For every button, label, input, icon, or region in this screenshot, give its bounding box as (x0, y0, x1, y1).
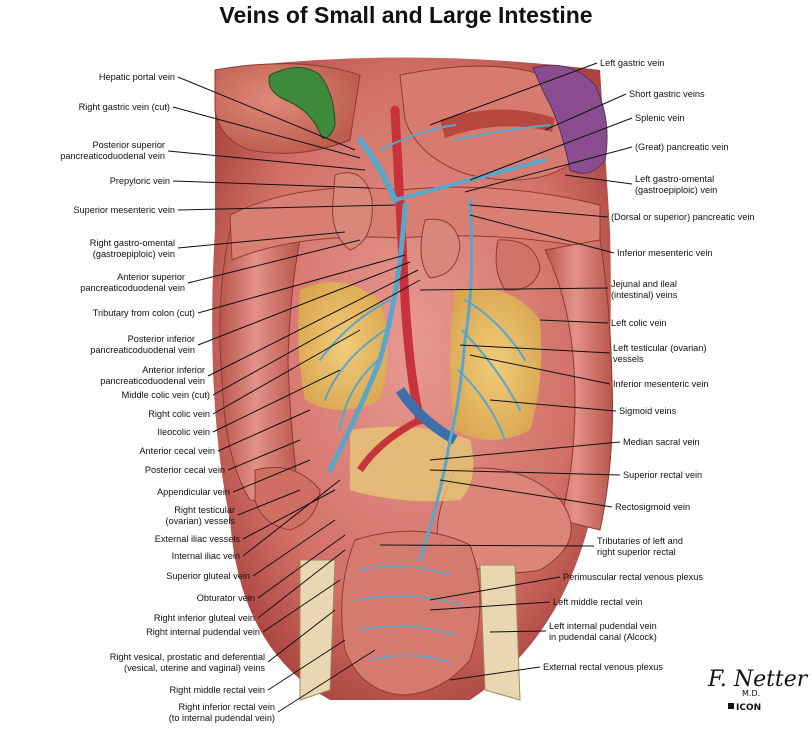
right-label-3: Splenic vein (635, 113, 685, 123)
right-label-12: Sigmoid veins (619, 406, 677, 416)
left-label-1: Hepatic portal vein (98, 72, 175, 82)
signature-suffix: M.D. (742, 689, 760, 698)
left-label-9: Posterior inferior pancreaticoduodenal v… (90, 334, 195, 355)
left-label-2: Right gastric vein (cut) (78, 102, 170, 112)
signature-name: F. Netter (707, 667, 809, 692)
right-label-13: Median sacral vein (623, 437, 700, 447)
right-label-2: Short gastric veins (629, 89, 705, 99)
portal-vein-trunk (357, 137, 398, 203)
descending-colon (544, 239, 613, 531)
right-label-11: Inferior mesenteric vein (613, 379, 709, 389)
diagram-title: Veins of Small and Large Intestine (219, 2, 593, 28)
left-label-6: Right gastro-omental (gastroepiploic) ve… (89, 238, 175, 259)
left-label-20: Superior gluteal vein (166, 571, 250, 581)
right-label-8: Jejunal and ileal (intestinal) veins (611, 279, 678, 300)
right-label-16: Tributaries of left and right superior r… (597, 536, 683, 557)
left-label-8: Tributary from colon (cut) (92, 308, 195, 318)
pelvic-bone-left (299, 559, 336, 701)
left-label-12: Right colic vein (148, 409, 210, 419)
duodenum (332, 172, 373, 251)
cecum (254, 467, 321, 531)
right-label-6: (Dorsal or superior) pancreatic vein (611, 212, 755, 222)
left-label-4: Prepyloric vein (109, 176, 170, 186)
right-label-18: Left middle rectal vein (553, 597, 643, 607)
left-label-13: Ileocolic vein (157, 427, 210, 437)
right-label-10: Left testicular (ovarian) vessels (613, 343, 707, 364)
right-label-1: Left gastric vein (600, 58, 665, 68)
gastric-veins (379, 124, 551, 151)
inferior-mesenteric-vein-path (418, 198, 474, 562)
right-label-20: External rectal venous plexus (543, 662, 664, 672)
netter-signature: F. Netter M.D. ICON (707, 667, 809, 713)
rectal-plexus (354, 565, 461, 663)
left-label-24: Right vesical, prostatic and deferential… (109, 652, 265, 673)
rectum (341, 530, 481, 696)
left-label-7: Anterior superior pancreaticoduodenal ve… (80, 272, 185, 293)
right-label-19: Left internal pudendal vein in pudendal … (549, 621, 657, 642)
right-label-7: Inferior mesenteric vein (617, 248, 713, 258)
superior-mesenteric-vein-path (327, 202, 408, 473)
left-label-25: Right middle rectal vein (169, 685, 266, 695)
left-label-10: Anterior inferior pancreaticoduodenal ve… (100, 365, 205, 386)
left-label-21: Obturator vein (196, 593, 255, 603)
mesentery-fat-left (298, 282, 388, 410)
publisher-mark-icon (728, 703, 734, 709)
stomach-cut (440, 109, 555, 138)
gallbladder (268, 67, 336, 139)
common-iliac-artery (357, 416, 422, 472)
right-label-14: Superior rectal vein (623, 470, 703, 480)
signature-publisher: ICON (736, 703, 761, 713)
left-label-16: Appendicular vein (156, 487, 230, 497)
left-label-23: Right internal pudendal vein (146, 627, 260, 637)
left-label-18: External iliac vessels (154, 534, 240, 544)
left-label-26: Right inferior rectal vein (to internal … (168, 702, 275, 723)
aorta (390, 105, 425, 425)
left-label-3: Posterior superior pancreaticoduodenal v… (60, 140, 165, 161)
jejunum-loop (420, 218, 461, 279)
leader-lines (167, 62, 633, 713)
pelvic-bone-right (479, 564, 521, 701)
right-label-4: (Great) pancreatic vein (635, 142, 729, 152)
right-label-5: Left gastro-omental (gastroepiploic) vei… (635, 174, 718, 195)
jejunum-loop-2 (495, 239, 541, 291)
left-label-22: Right inferior gluteal vein (153, 613, 255, 623)
left-label-15: Posterior cecal vein (144, 465, 225, 475)
right-label-15: Rectosigmoid vein (615, 502, 691, 512)
right-label-17: Perimuscular rectal venous plexus (563, 572, 703, 582)
right-label-9: Left colic vein (611, 318, 667, 328)
left-label-11: Middle colic vein (cut) (121, 390, 210, 400)
left-label-14: Anterior cecal vein (139, 446, 215, 456)
jejunal-veins-left (319, 299, 391, 431)
left-label-17: Right testicular (ovarian) vessels (165, 505, 235, 526)
left-label-5: Superior mesenteric vein (73, 205, 175, 215)
inferior-vena-cava (395, 387, 458, 445)
left-label-19: Internal iliac vein (171, 551, 240, 561)
